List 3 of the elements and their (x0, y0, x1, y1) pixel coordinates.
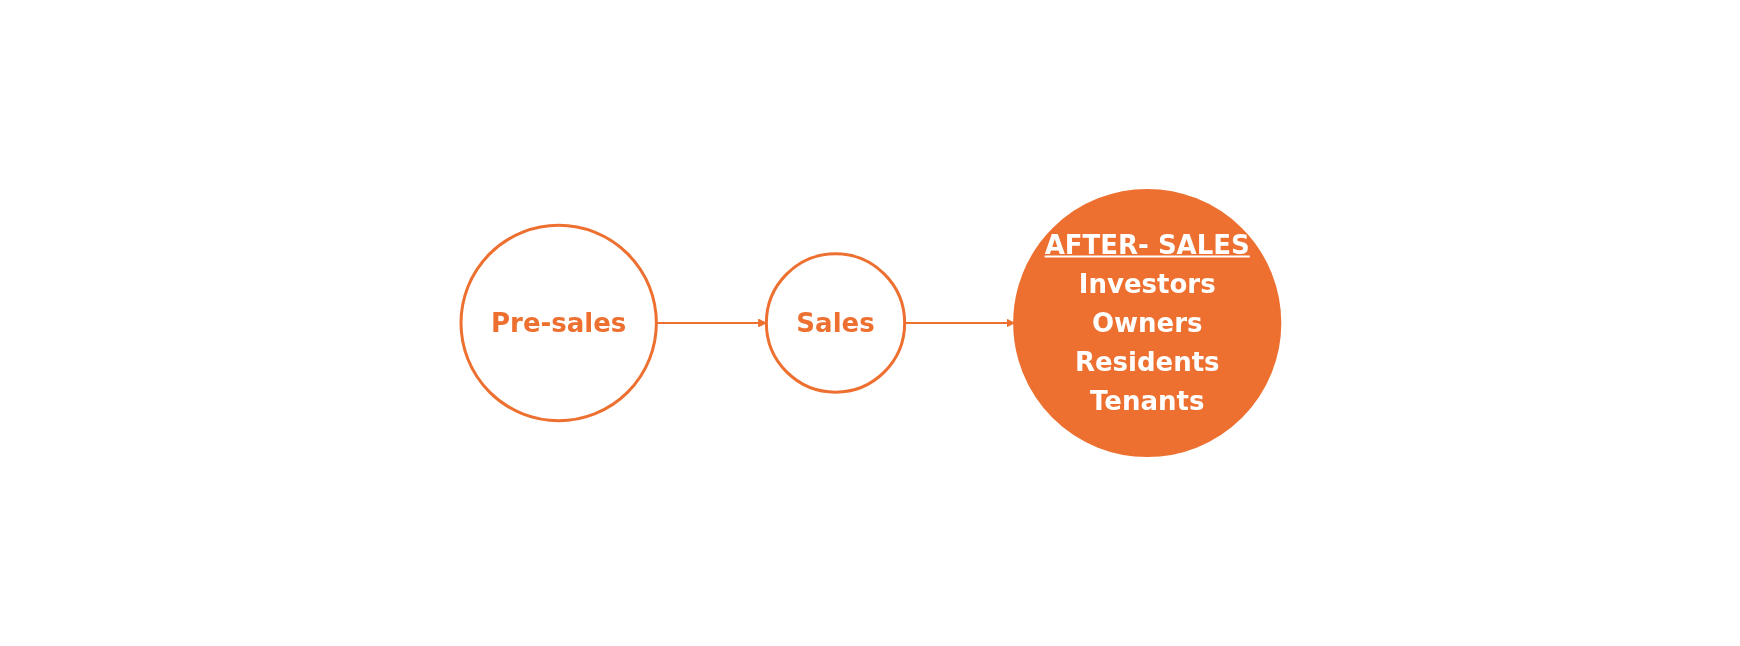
node-circle: Sales (764, 252, 906, 394)
node-circle: AFTER- SALES Investors Owners Residents Tenants (1012, 188, 1281, 458)
node-circle: Pre-sales (459, 223, 658, 423)
